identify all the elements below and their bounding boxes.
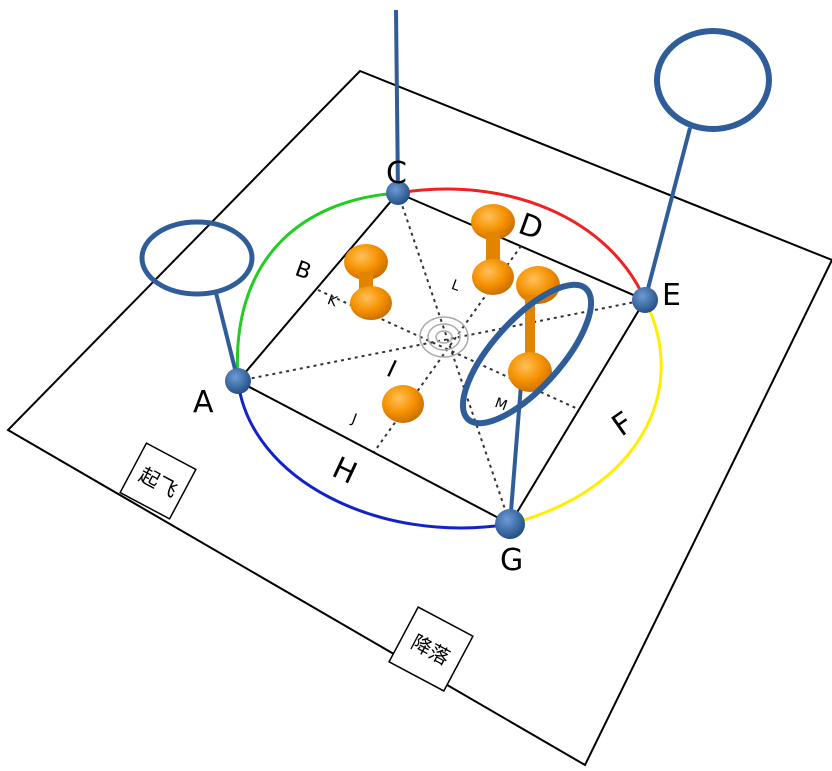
obstacle-j	[382, 385, 424, 423]
label-j: J	[349, 411, 359, 428]
pole-c	[394, 9, 400, 194]
label-m: M	[493, 395, 510, 414]
obstacle-l	[471, 204, 515, 295]
pole-a	[214, 292, 240, 382]
field-outline	[6, 69, 832, 767]
label-a: A	[193, 385, 214, 420]
label-g: G	[500, 543, 523, 578]
dot-e	[632, 287, 658, 313]
ring-e	[654, 28, 772, 132]
arc-blue	[236, 380, 511, 530]
dot-g	[495, 509, 525, 539]
pole-e	[643, 127, 692, 301]
landing-zone: 降落	[388, 606, 474, 692]
dot-a	[225, 368, 251, 394]
arc-red	[397, 187, 647, 301]
ring-g	[459, 281, 595, 427]
dot-c	[386, 181, 410, 205]
takeoff-zone: 起飞	[119, 442, 197, 520]
center-target	[419, 316, 469, 358]
label-e: E	[662, 278, 681, 313]
ring-a	[139, 219, 255, 297]
label-c: C	[386, 156, 407, 191]
arc-yellow	[509, 299, 663, 526]
arc-green	[235, 191, 399, 382]
obstacle-k	[344, 244, 392, 320]
